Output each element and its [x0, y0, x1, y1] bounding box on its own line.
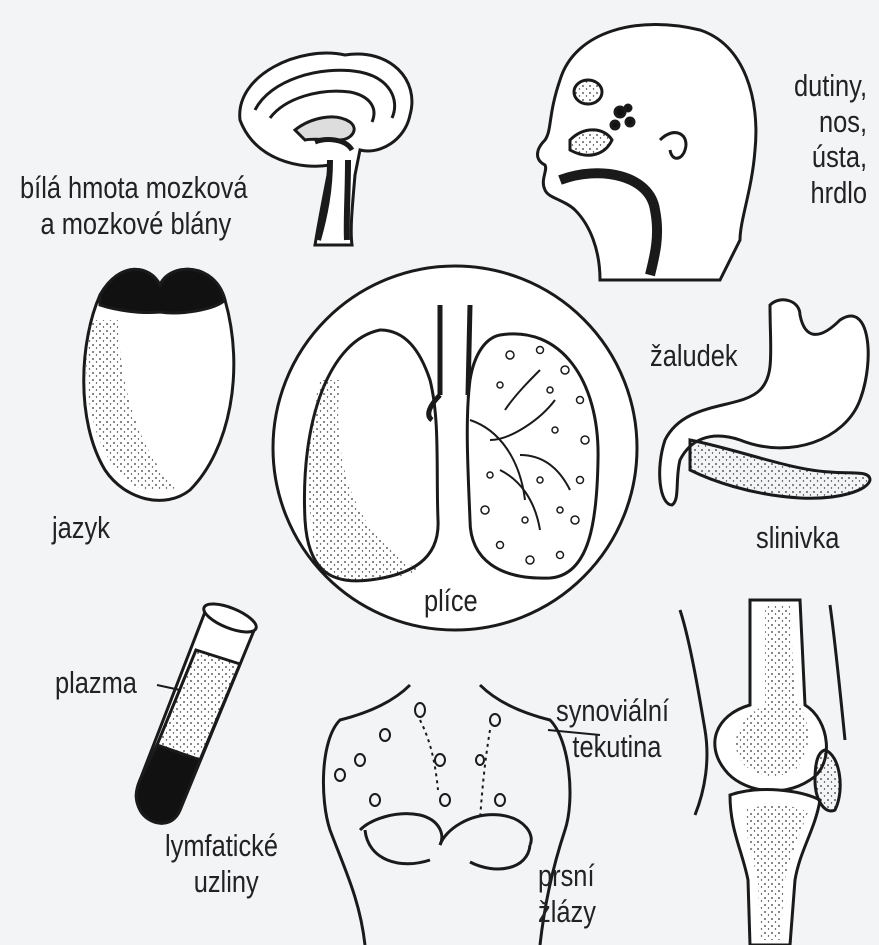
label-brain: bílá hmota mozková a mozkové blány: [20, 170, 247, 241]
label-lymph-line-1: lymfatické: [165, 828, 278, 864]
stomach-illustration: [660, 300, 870, 505]
test-tube-illustration: [136, 598, 259, 823]
knee-illustration: [680, 600, 845, 945]
label-tongue: jazyk: [52, 510, 110, 546]
label-head-line-1: dutiny,: [794, 68, 867, 104]
label-lungs: plíce: [424, 583, 478, 619]
label-pancreas: slinivka: [756, 520, 839, 556]
brain-illustration: [240, 53, 412, 245]
label-synovial-line-2: tekutina: [556, 729, 669, 765]
label-lymph-line-2: uzliny: [165, 864, 278, 900]
label-stomach: žaludek: [650, 338, 738, 374]
label-brain-line-1: bílá hmota mozková: [20, 170, 247, 206]
label-plasma: plazma: [55, 665, 137, 701]
torso-illustration: [323, 685, 570, 945]
label-head-line-2: nos,: [794, 104, 867, 140]
label-head: dutiny, nos, ústa, hrdlo: [794, 68, 867, 211]
label-head-line-3: ústa,: [794, 139, 867, 175]
label-synovial-line-1: synoviální: [556, 693, 669, 729]
label-head-line-4: hrdlo: [794, 175, 867, 211]
label-lymph: lymfatické uzliny: [165, 828, 278, 899]
label-breast-line-2: žlázy: [538, 894, 596, 930]
label-brain-line-2: a mozkové blány: [20, 206, 247, 242]
tongue-illustration: [84, 269, 234, 500]
label-breast-line-1: prsní: [538, 858, 596, 894]
head-illustration: [538, 24, 756, 280]
lungs-illustration: [273, 266, 637, 630]
label-synovial: synoviální tekutina: [556, 693, 669, 764]
label-breast: prsní žlázy: [538, 858, 596, 929]
